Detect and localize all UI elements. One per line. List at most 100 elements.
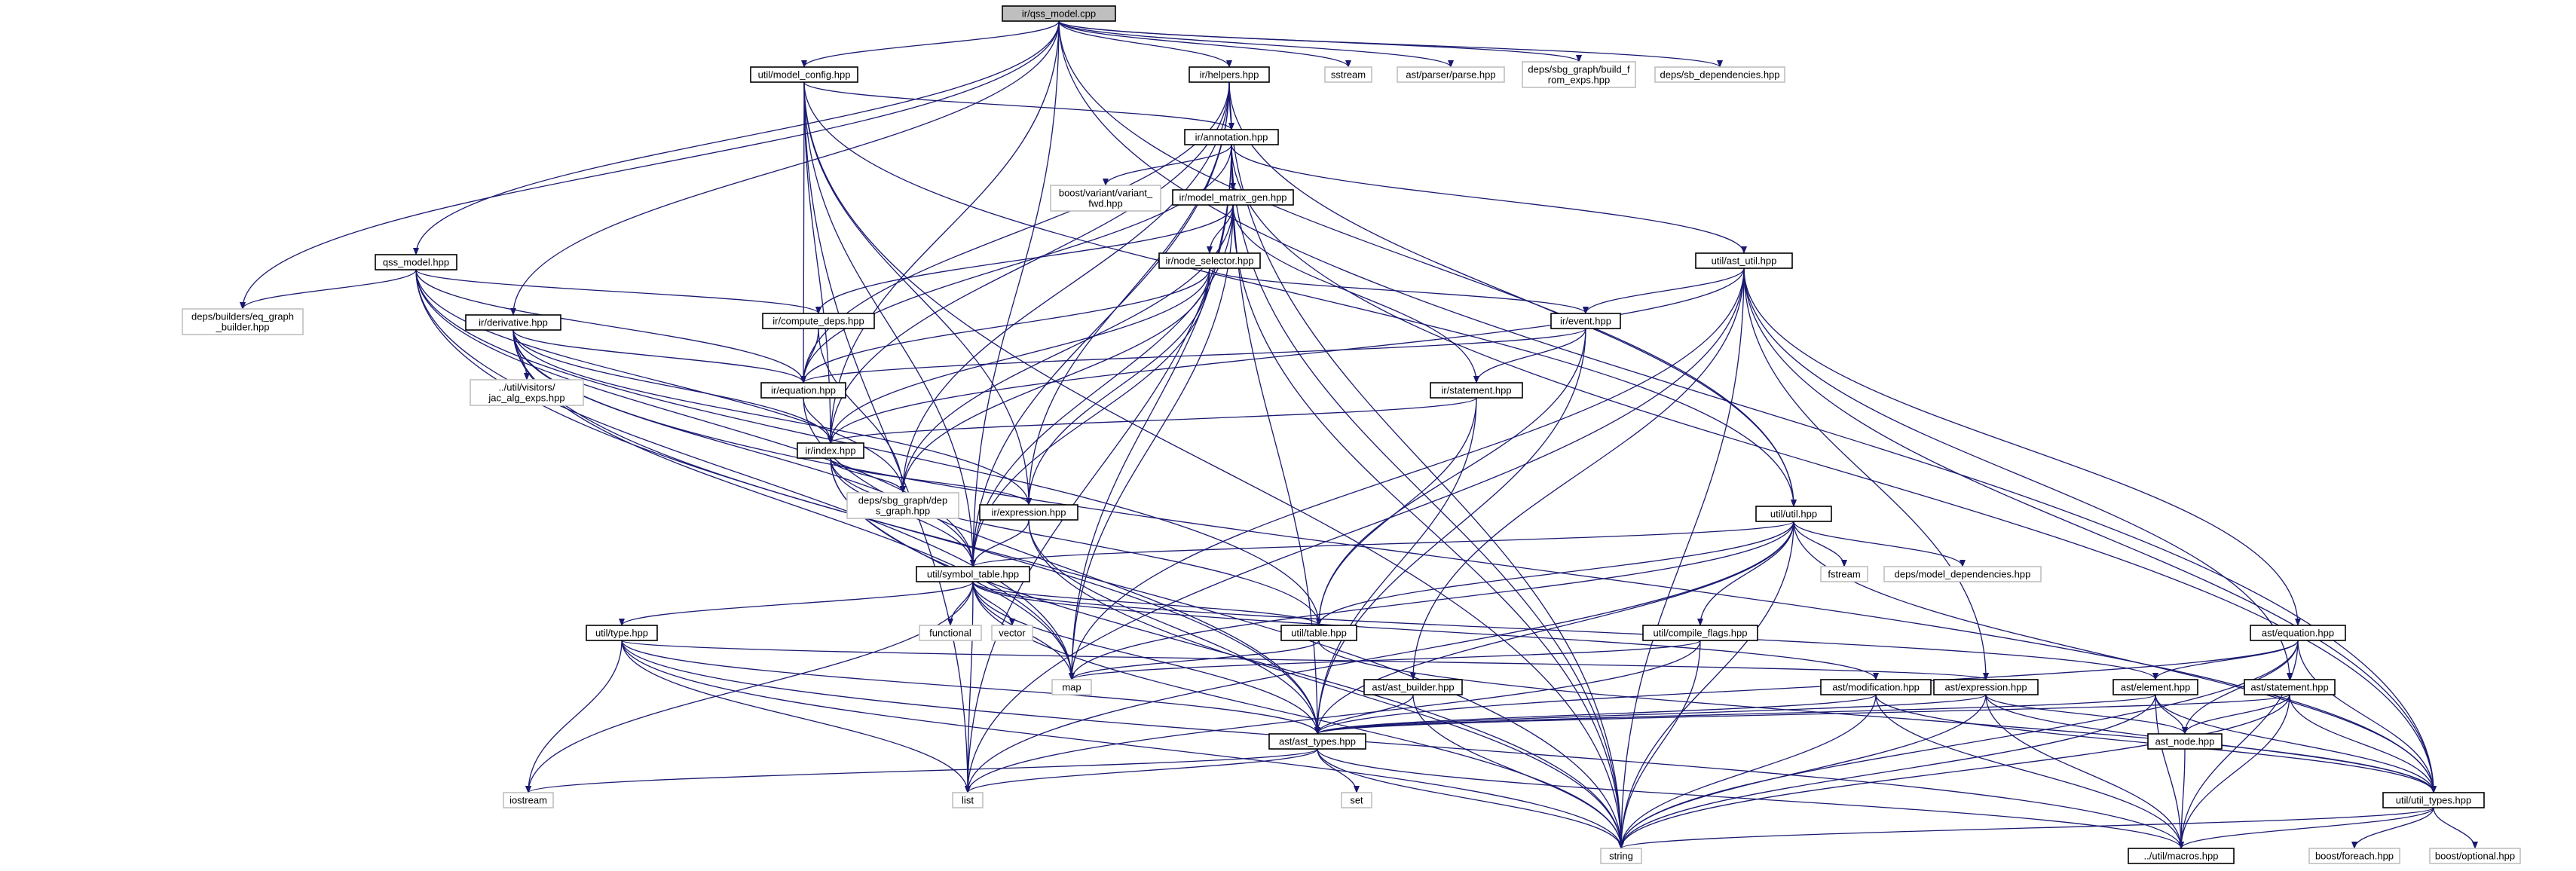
node-annotation[interactable]: ir/annotation.hpp: [1184, 129, 1279, 145]
node-box: [1550, 313, 1621, 329]
node-symbol-table[interactable]: util/symbol_table.hpp: [916, 566, 1030, 582]
node-matrix-gen[interactable]: ir/model_matrix_gen.hpp: [1172, 189, 1294, 206]
node-util-types[interactable]: util/util_types.hpp: [2382, 792, 2485, 808]
node-ast-expression[interactable]: ast/expression.hpp: [1933, 679, 2039, 695]
edge-event-to-statement_ir: [1473, 328, 1586, 384]
node-index[interactable]: ir/index.hpp: [797, 442, 864, 459]
edge-annotation-to-map: [1069, 144, 1232, 680]
node-ast-modification[interactable]: ast/modification.hpp: [1820, 679, 1932, 695]
node-box: [470, 379, 584, 406]
edge-ast_element-to-ast_types: [1314, 694, 2156, 735]
edge-util_util-to-fstream: [1793, 521, 1847, 567]
node-derivative[interactable]: ir/derivative.hpp: [465, 314, 561, 331]
edge-compute_deps-to-equation_ir: [800, 328, 819, 384]
edge-root-to-model_config: [801, 20, 1060, 68]
edge-node_selector-to-expression_ir: [1026, 267, 1210, 506]
node-ast-node[interactable]: ast_node.hpp: [2147, 733, 2223, 750]
edge-util_util-to-table: [1316, 521, 1794, 626]
edge-qss_model_hpp-to-eq_graph_builder: [240, 269, 417, 310]
node-box: [2382, 792, 2485, 808]
edge-compile_flags-to-list: [965, 640, 1701, 793]
edge-util_types-to-string: [1618, 807, 2434, 849]
node-label: ast/element.hpp: [2121, 682, 2191, 693]
node-compile-flags[interactable]: util/compile_flags.hpp: [1642, 625, 1758, 641]
edge-event-to-table: [1316, 328, 1586, 626]
node-root[interactable]: ir/qss_model.cpp: [1002, 5, 1116, 22]
node-sb-dependencies: deps/sb_dependencies.hpp: [1654, 66, 1785, 83]
edge-util_util-to-string: [1618, 521, 1794, 849]
node-table[interactable]: util/table.hpp: [1280, 625, 1357, 641]
edge-ast_expression-to-macros: [1985, 694, 2184, 849]
edge-qss_model_hpp-to-table: [415, 269, 1322, 626]
node-type[interactable]: util/type.hpp: [586, 625, 658, 641]
node-sstream: sstream: [1324, 66, 1372, 83]
node-ast-element[interactable]: ast/element.hpp: [2113, 679, 2198, 695]
edge-matrix_gen-to-string: [1232, 204, 1624, 849]
edge-derivative-to-util_types: [512, 329, 2437, 793]
node-boost-foreach: boost/foreach.hpp: [2308, 848, 2400, 864]
node-box: [1654, 66, 1785, 83]
edge-ast_types-to-macros: [1317, 748, 2184, 849]
node-label: deps/sb_dependencies.hpp: [1660, 69, 1779, 81]
node-label: set: [1350, 795, 1363, 806]
node-label: ir/qss_model.cpp: [1022, 8, 1096, 20]
edge-root-to-sstream: [1058, 20, 1351, 68]
edge-ast_modification-to-ast_types: [1314, 694, 1877, 735]
edge-annotation-to-string: [1231, 144, 1624, 849]
edge-ast_element-to-macros: [2155, 694, 2184, 849]
node-box: [1002, 5, 1116, 22]
node-equation-ir[interactable]: ir/equation.hpp: [760, 382, 846, 399]
node-map: map: [1051, 679, 1092, 695]
node-box: [1933, 679, 2039, 695]
node-box: [1189, 66, 1270, 83]
node-label: ir/expression.hpp: [992, 507, 1066, 518]
node-event[interactable]: ir/event.hpp: [1550, 313, 1621, 329]
node-statement-ir[interactable]: ir/statement.hpp: [1430, 382, 1523, 399]
node-ast-builder[interactable]: ast/ast_builder.hpp: [1363, 679, 1463, 695]
node-macros[interactable]: ../util/macros.hpp: [2128, 848, 2235, 864]
edge-ast_util-to-util_types: [1743, 267, 2437, 793]
node-label: boost/variant/variant_fwd.hpp: [1059, 188, 1153, 209]
edge-helpers-to-deps_graph: [900, 81, 1230, 494]
edge-root-to-sb_dependencies: [1058, 20, 1723, 68]
edge-ast_element-to-util_types: [2155, 694, 2437, 793]
edge-index-to-deps_graph: [830, 457, 906, 494]
edge-model_config-to-annotation: [803, 81, 1234, 130]
edge-model_config-to-symbol_table: [803, 81, 976, 567]
edge-root-to-helpers: [1058, 20, 1232, 68]
node-expression-ir[interactable]: ir/expression.hpp: [979, 504, 1078, 521]
node-ast-equation[interactable]: ast/equation.hpp: [2250, 625, 2346, 641]
edges-layer: [240, 20, 2478, 849]
node-util-util[interactable]: util/util.hpp: [1755, 506, 1832, 522]
edge-index-to-expression_ir: [830, 457, 1032, 506]
node-jac-alg-exps: ../util/visitors/jac_alg_exps.hpp: [470, 379, 584, 406]
edge-event-to-equation_ir: [800, 328, 1586, 384]
edge-type-to-string: [621, 640, 1624, 849]
node-qss-model-hpp[interactable]: qss_model.hpp: [375, 254, 457, 270]
node-ast-types[interactable]: ast/ast_types.hpp: [1268, 733, 1366, 750]
edge-index-to-table: [830, 457, 1322, 626]
node-ast-util[interactable]: util/ast_util.hpp: [1695, 252, 1793, 269]
edge-annotation-to-list: [965, 144, 1232, 793]
node-label: deps/builders/eq_graph_builder.hpp: [191, 311, 294, 333]
node-model-config[interactable]: util/model_config.hpp: [750, 66, 858, 83]
node-label: util/util.hpp: [1770, 509, 1817, 520]
edge-root-to-util_util: [1058, 20, 1797, 507]
edge-util_types-to-boost_optional: [2433, 807, 2478, 849]
node-box: [760, 382, 846, 399]
node-box: [1050, 185, 1161, 212]
edge-qss_model_hpp-to-symbol_table: [415, 269, 976, 567]
edge-ast_util-to-ast_builder: [1410, 267, 1745, 680]
node-label: ast/parser/parse.hpp: [1406, 69, 1495, 81]
edge-root-to-eq_graph_builder: [240, 20, 1060, 310]
node-node-selector[interactable]: ir/node_selector.hpp: [1158, 252, 1261, 269]
node-compute-deps[interactable]: ir/compute_deps.hpp: [762, 313, 875, 329]
node-label: fstream: [1828, 569, 1860, 580]
edge-model_config-to-string: [803, 81, 1624, 849]
node-box: [503, 792, 554, 808]
edge-symbol_table-to-table: [972, 581, 1322, 626]
node-helpers[interactable]: ir/helpers.hpp: [1189, 66, 1270, 83]
node-ast-statement[interactable]: ast/statement.hpp: [2244, 679, 2336, 695]
node-label: ir/derivative.hpp: [479, 317, 548, 329]
